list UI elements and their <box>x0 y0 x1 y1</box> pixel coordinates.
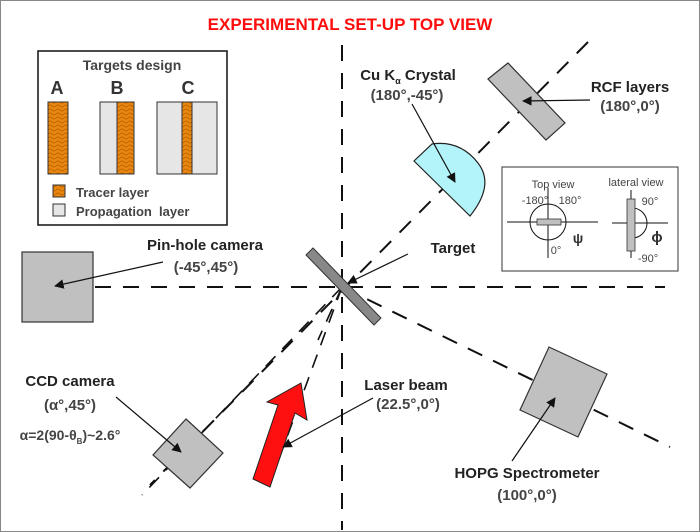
pinhole-camera-label: Pin-hole camera <box>147 237 264 254</box>
rcf-label: RCF layers <box>591 79 669 96</box>
hopg-label: HOPG Spectrometer <box>454 465 599 482</box>
ccd-alpha-formula: α=2(90-θB)~2.6° <box>20 427 121 446</box>
tracer-legend-label: Tracer layer <box>76 185 149 200</box>
target-c-tracer <box>181 101 193 175</box>
top-view-left-angle: -180° <box>522 195 548 207</box>
lateral-view-bottom-angle: -90° <box>638 253 658 265</box>
ccd-camera-coords: (α°,45°) <box>44 397 96 414</box>
top-view-right-angle: 180° <box>559 195 582 207</box>
pinhole-camera: Pin-hole camera (-45°,45°) <box>21 237 264 323</box>
cu-crystal-label: Cu Kα Crystal <box>360 67 456 86</box>
target-arrow <box>347 253 409 284</box>
top-view-bottom-angle: 0° <box>551 245 562 257</box>
lateral-view-top-angle: 90° <box>642 196 659 208</box>
target-a-tracer <box>47 101 69 175</box>
laser-beam: Laser beam (22.5°,0°) <box>252 377 448 488</box>
rcf-coords: (180°,0°) <box>600 98 660 115</box>
psi-symbol: ψ <box>573 230 584 246</box>
rcf-arrow <box>522 96 591 106</box>
target-label-c: C <box>182 78 195 98</box>
laser-line-short <box>317 286 343 341</box>
cu-crystal-arrow <box>411 103 456 183</box>
laser-beam-coords: (22.5°,0°) <box>376 396 440 413</box>
ccd-camera-arrow <box>115 396 182 453</box>
target: Target <box>305 240 476 326</box>
hopg-arrow <box>511 397 556 462</box>
rcf-layers: RCF layers (180°,0°) <box>487 62 669 141</box>
phi-symbol: ϕ <box>651 229 662 246</box>
diagram-title: EXPERIMENTAL SET-UP TOP VIEW <box>208 15 494 34</box>
lateral-view-title: lateral view <box>608 177 663 189</box>
pinhole-camera-coords: (-45°,45°) <box>174 259 239 276</box>
target-b-tracer <box>116 101 135 175</box>
target-label: Target <box>431 240 476 257</box>
target-label-b: B <box>111 78 124 98</box>
targets-design-heading: Targets design <box>83 57 182 73</box>
lateral-view-target <box>626 198 636 252</box>
target-b-propagation <box>99 101 118 175</box>
ccd-camera: CCD camera (α°,45°) α=2(90-θB)~2.6° <box>20 373 224 489</box>
target-label-a: A <box>51 78 64 98</box>
hopg-spectrometer-shape <box>519 346 608 438</box>
tracer-swatch <box>52 184 66 198</box>
cu-crystal: Cu Kα Crystal (180°,-45°) <box>360 67 486 217</box>
ccd-camera-shape <box>152 418 224 489</box>
pinhole-camera-arrow <box>54 261 164 289</box>
cu-crystal-shape <box>413 142 486 217</box>
propagation-legend-label: Propagation layer <box>76 204 189 219</box>
top-view-title: Top view <box>532 179 575 191</box>
ccd-camera-label: CCD camera <box>25 373 115 390</box>
pinhole-camera-shape <box>21 251 94 323</box>
top-view-target <box>536 218 562 226</box>
laser-beam-pointer <box>282 397 374 448</box>
hopg-coords: (100°,0°) <box>497 487 557 504</box>
propagation-swatch <box>52 203 66 217</box>
angle-convention-inset: Top view lateral view -180° 180° 0° ψ 90… <box>501 166 679 272</box>
laser-beam-label: Laser beam <box>364 377 447 394</box>
hopg-line <box>341 286 671 448</box>
cu-crystal-coords: (180°,-45°) <box>371 87 444 104</box>
laser-beam-arrow <box>252 382 308 488</box>
target-shape <box>305 247 382 326</box>
targets-design-legend: Targets design A B C Tracer layer Propag… <box>37 50 228 226</box>
hopg-spectrometer: HOPG Spectrometer (100°,0°) <box>454 346 608 504</box>
